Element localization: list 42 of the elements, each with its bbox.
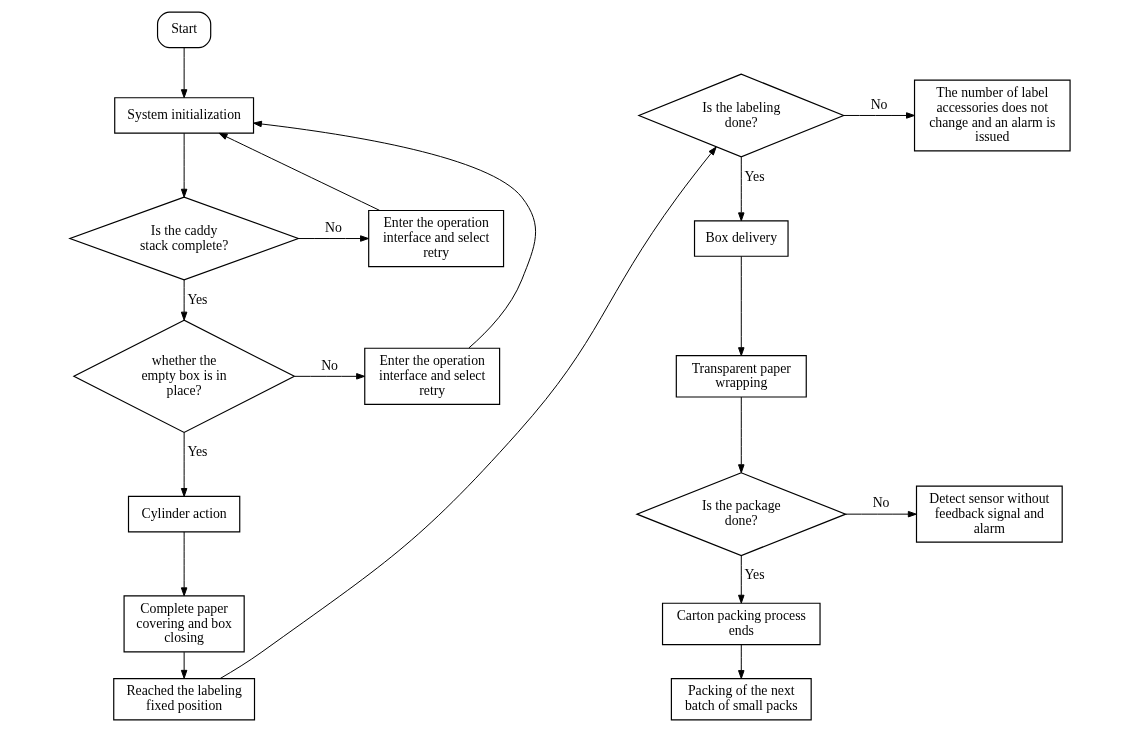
arrow <box>737 156 745 222</box>
arrow <box>180 432 187 497</box>
edge-label: No <box>320 357 338 373</box>
node-box: Enter the operation interface and select retry <box>367 209 504 268</box>
node-box: Transparent paper wrapping <box>675 355 807 398</box>
arrow <box>218 132 380 211</box>
edge-label: No <box>324 219 342 235</box>
arrow <box>252 120 536 349</box>
arrow <box>180 47 187 99</box>
node-box: Complete paper covering and box closing <box>123 595 245 653</box>
arrow <box>180 132 187 198</box>
node-box: Enter the operation interface and select retry <box>363 347 500 405</box>
node-box: Detect sensor without feedback signal and alarm <box>915 485 1063 543</box>
arrow <box>844 510 917 518</box>
node-diamond: Is the caddy stack complete? <box>67 196 300 281</box>
node-box: Reached the labeling fixed position <box>112 677 255 721</box>
edge-label: No <box>870 96 888 112</box>
arrow <box>180 279 187 321</box>
edge-label: Yes <box>186 291 207 307</box>
node-box: System initialization <box>113 97 254 134</box>
node-box: The number of label accessories does not change and an alarm is issued <box>913 79 1071 152</box>
edge-label: Yes <box>186 444 207 460</box>
edge-label: Yes <box>744 168 765 184</box>
node-box: Cylinder action <box>127 495 240 533</box>
arrow <box>219 146 717 679</box>
arrow <box>737 255 745 357</box>
arrow <box>842 112 915 119</box>
arrow <box>737 555 745 604</box>
arrow <box>180 531 187 597</box>
node-box: Box delivery <box>693 220 789 257</box>
arrow <box>297 235 369 242</box>
node-box: Start <box>156 11 211 49</box>
node-box: Packing of the next batch of small packs <box>670 677 812 721</box>
arrow <box>293 373 365 380</box>
edge-label: No <box>872 495 889 511</box>
node-diamond: Is the package done? <box>634 472 847 557</box>
node-box: Carton packing process ends <box>661 602 821 646</box>
arrow <box>180 651 187 679</box>
arrow <box>737 396 745 474</box>
node-diamond: whether the empty box is in place? <box>72 319 296 434</box>
arrow <box>737 644 745 679</box>
edge-label: Yes <box>744 567 765 583</box>
